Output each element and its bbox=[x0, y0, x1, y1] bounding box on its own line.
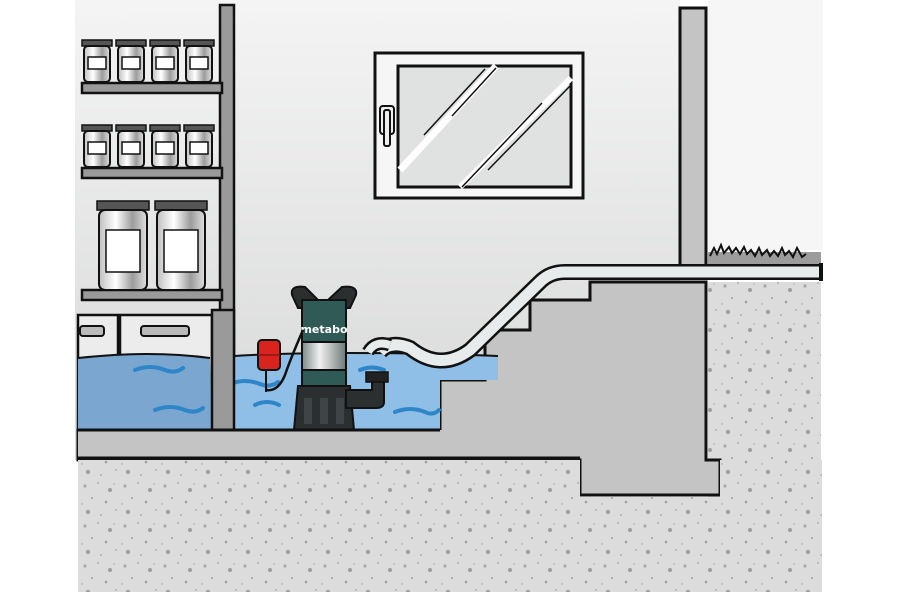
shelf-unit bbox=[76, 3, 236, 432]
jar-row-middle bbox=[81, 124, 215, 168]
wave-icon bbox=[393, 407, 441, 416]
wave-icon bbox=[358, 365, 386, 372]
wave-icon bbox=[133, 365, 185, 374]
basement-window bbox=[373, 51, 585, 200]
wave-icon bbox=[153, 405, 205, 414]
outside-sky bbox=[708, 0, 823, 250]
basement-floor bbox=[78, 430, 518, 458]
ground-soil bbox=[78, 460, 822, 592]
pump-steel-band bbox=[301, 341, 347, 371]
grass-icon bbox=[709, 242, 807, 260]
wave-icon bbox=[253, 400, 281, 407]
exterior-wall bbox=[678, 6, 708, 272]
jar-row-top bbox=[81, 39, 215, 83]
shelf-post-lower bbox=[210, 308, 236, 432]
submersible-pump: metabo bbox=[257, 285, 389, 431]
power-cable bbox=[265, 329, 305, 392]
wave-icon bbox=[228, 379, 280, 388]
pump-brand-label: metabo bbox=[300, 323, 347, 336]
jar-row-bottom bbox=[96, 200, 208, 291]
